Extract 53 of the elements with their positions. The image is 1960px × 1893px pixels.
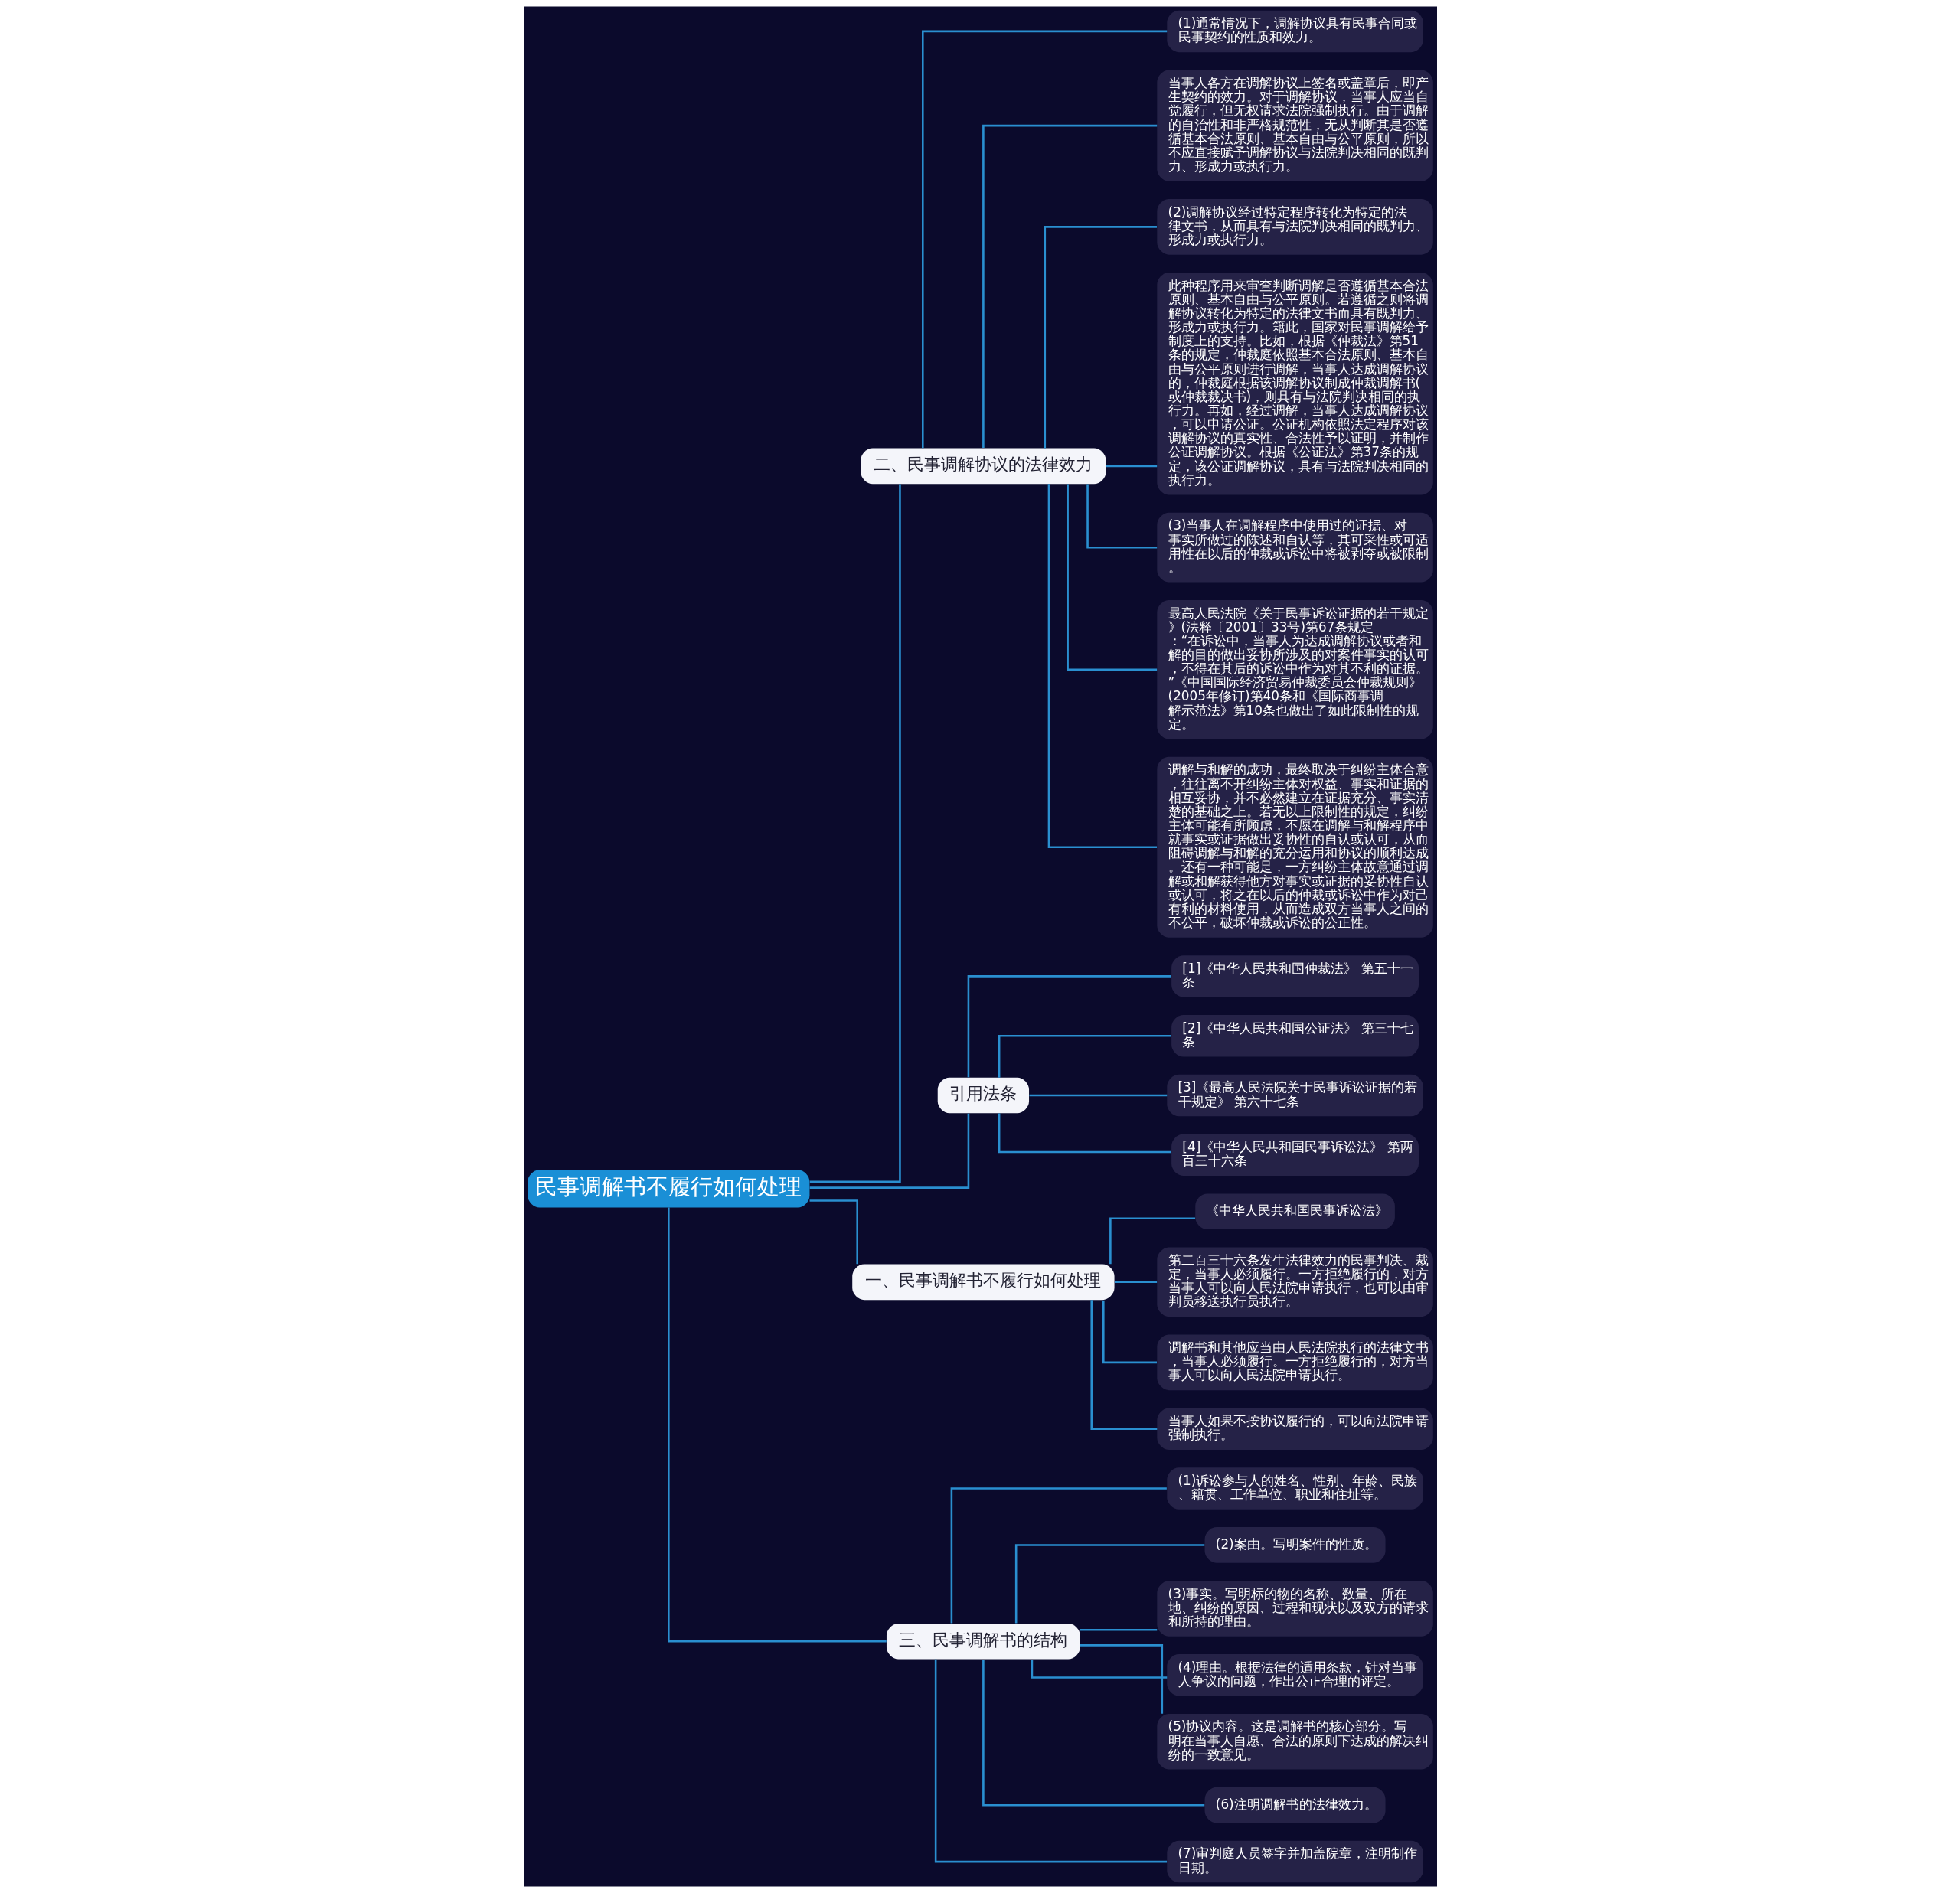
connector xyxy=(934,1659,1167,1863)
node-box: (4)理由。根据法律的适用条款，针对当事人争议的问题，作出公正合理的评定。 xyxy=(1166,1654,1423,1696)
connector xyxy=(982,124,1157,448)
node-box: 民事调解书不履行如何处理 xyxy=(527,1170,809,1208)
node-box: [2]《中华人民共和国公证法》 第三十七条 xyxy=(1171,1014,1419,1057)
connector xyxy=(1066,484,1157,671)
node-box: 一、民事调解书不履行如何处理 xyxy=(851,1264,1115,1301)
node-box: [4]《中华人民共和国民事诉讼法》 第两百三十六条 xyxy=(1171,1134,1419,1177)
connector xyxy=(1102,1300,1157,1364)
connector xyxy=(1106,465,1157,468)
connector xyxy=(982,1659,1204,1807)
connector xyxy=(1014,1544,1204,1624)
connector xyxy=(809,484,901,1183)
node-box: (2)案由。写明案件的性质。 xyxy=(1204,1527,1386,1563)
node-box: (1)通常情况下，调解协议具有民事合同或民事契约的性质和效力。 xyxy=(1166,10,1423,53)
connector xyxy=(1047,484,1157,849)
connector xyxy=(1080,1629,1157,1631)
node-box: (5)协议内容。这是调解书的核心部分。写明在当事人自愿、合法的原则下达成的解决纠纷的一致意见。 xyxy=(1156,1713,1433,1770)
node-box: 调解书和其他应当由人民法院执行的法律文书，当事人必须履行。一方拒绝履行的，对方当事人可以向人民法院申请执行。 xyxy=(1156,1334,1433,1391)
node-box: 三、民事调解书的结构 xyxy=(886,1623,1080,1660)
node-box: (1)诉讼参与人的姓名、性别、年龄、民族、籍贯、工作单位、职业和住址等。 xyxy=(1166,1467,1423,1510)
node-box: 《中华人民共和国民事诉讼法》 xyxy=(1194,1193,1395,1230)
node-box: 当事人如果不按协议履行的，可以向法院申请强制执行。 xyxy=(1156,1408,1433,1450)
connector xyxy=(667,1207,887,1643)
node-box: 此种程序用来审查判断调解是否遵循基本合法原则、基本自由与公平原则。若遵循之则将调解协议转化为特定的法律文书而具有既判力、形成力或执行力。籍此，国家对民事调解给予制度上的支持。比如，根据《仲裁法》第51条的规定，仲裁庭依照基本合法原则、基本自由与公平原则进行调解，当事人达成调解协议的，仲裁庭根据该调解协议制成仲裁调解书(或仲裁裁决书)，则具有与法院判决相同的执行力。再如，经过调解，当事人达成调解协议，可以申请公证。公证机构依照法定程序对该调解协议的真实性、合法性予以证明，并制作公证调解协议。根据《公证法》第37条的规定，该公证调解协议，具有与法院判决相同的执行力。 xyxy=(1156,273,1433,495)
connector xyxy=(1031,1659,1167,1679)
node-box: 调解与和解的成功，最终取决于纠纷主体合意，往往离不开纠纷主体对权益、事实和证据的相互妥协，并不必然建立在证据充分、事实清楚的基础之上。若无以上限制性的规定，纠纷主体可能有所顾虑，不愿在调解与和解程序中就事实或证据做出妥协性的自认或认可，从而阻碍调解与和解的充分运用和协议的顺利达成。还有一种可能是，一方纠纷主体故意通过调解或和解获得他方对事实或证据的妥协性自认或认可，将之在以后的仲裁或诉讼中作为对己有利的材料使用，从而造成双方当事人之间的不公平，破坏仲裁或诉讼的公正性。 xyxy=(1156,756,1433,938)
node-box: 引用法条 xyxy=(937,1077,1029,1114)
node-box: 当事人各方在调解协议上签名或盖章后，即产生契约的效力。对于调解协议，当事人应当自觉履行，但无权请求法院强制执行。由于调解的自治性和非严格规范性，无从判断其是否遵循基本合法原则、基本自由与公平原则，所以不应直接赋予调解协议与法院判决相同的既判力、形成力或执行力。 xyxy=(1156,70,1433,181)
connector xyxy=(1028,1094,1167,1097)
connector xyxy=(921,30,1167,449)
node-box: (7)审判庭人员签字并加盖院章，注明制作日期。 xyxy=(1166,1840,1423,1883)
connector xyxy=(998,1034,1171,1078)
node-box: (3)当事人在调解程序中使用过的证据、对事实所做过的陈述和自认等，其可采性或可适用性在以后的仲裁或诉讼中将被剥夺或被限制。 xyxy=(1156,512,1433,583)
connector xyxy=(1109,1217,1195,1265)
node-box: 最高人民法院《关于民事诉讼证据的若干规定》(法释〔2001〕33号)第67条规定：“在诉讼中，当事人为达成调解协议或者和解的目的做出妥协所涉及的对案件事实的认可，不得在其后的诉讼中作为对其不利的证据。”《中国国际经济贸易仲裁委员会仲裁规则》(2005年修订)第40条和《国际商事调解示范法》第10条也做出了如此限制性的规定。 xyxy=(1156,599,1433,739)
connector xyxy=(809,1113,969,1189)
connector xyxy=(950,1487,1167,1624)
connector xyxy=(1086,484,1157,549)
connector xyxy=(1080,1644,1163,1714)
node-box: (2)调解协议经过特定程序转化为特定的法律文书，从而具有与法院判决相同的既判力、形成力或执行力。 xyxy=(1156,199,1433,255)
connector xyxy=(1089,1300,1157,1430)
node-box: 二、民事调解协议的法律效力 xyxy=(860,448,1106,485)
connector xyxy=(1044,226,1157,449)
node-box: [1]《中华人民共和国仲裁法》 第五十一条 xyxy=(1171,955,1419,997)
connector xyxy=(967,975,1171,1078)
node-box: [3]《最高人民法院关于民事诉讼证据的若干规定》 第六十七条 xyxy=(1166,1074,1423,1117)
node-box: (3)事实。写明标的物的名称、数量、所在地、纠纷的原因、过程和现状以及双方的请求和所持的理由。 xyxy=(1156,1581,1433,1637)
connector xyxy=(1114,1281,1157,1284)
node-box: 第二百三十六条发生法律效力的民事判决、裁定，当事人必须履行。一方拒绝履行的，对方当事人可以向人民法院申请执行，也可以由审判员移送执行员执行。 xyxy=(1156,1247,1433,1317)
connector xyxy=(998,1113,1171,1154)
node-box: (6)注明调解书的法律效力。 xyxy=(1204,1787,1386,1823)
connector xyxy=(809,1199,858,1265)
